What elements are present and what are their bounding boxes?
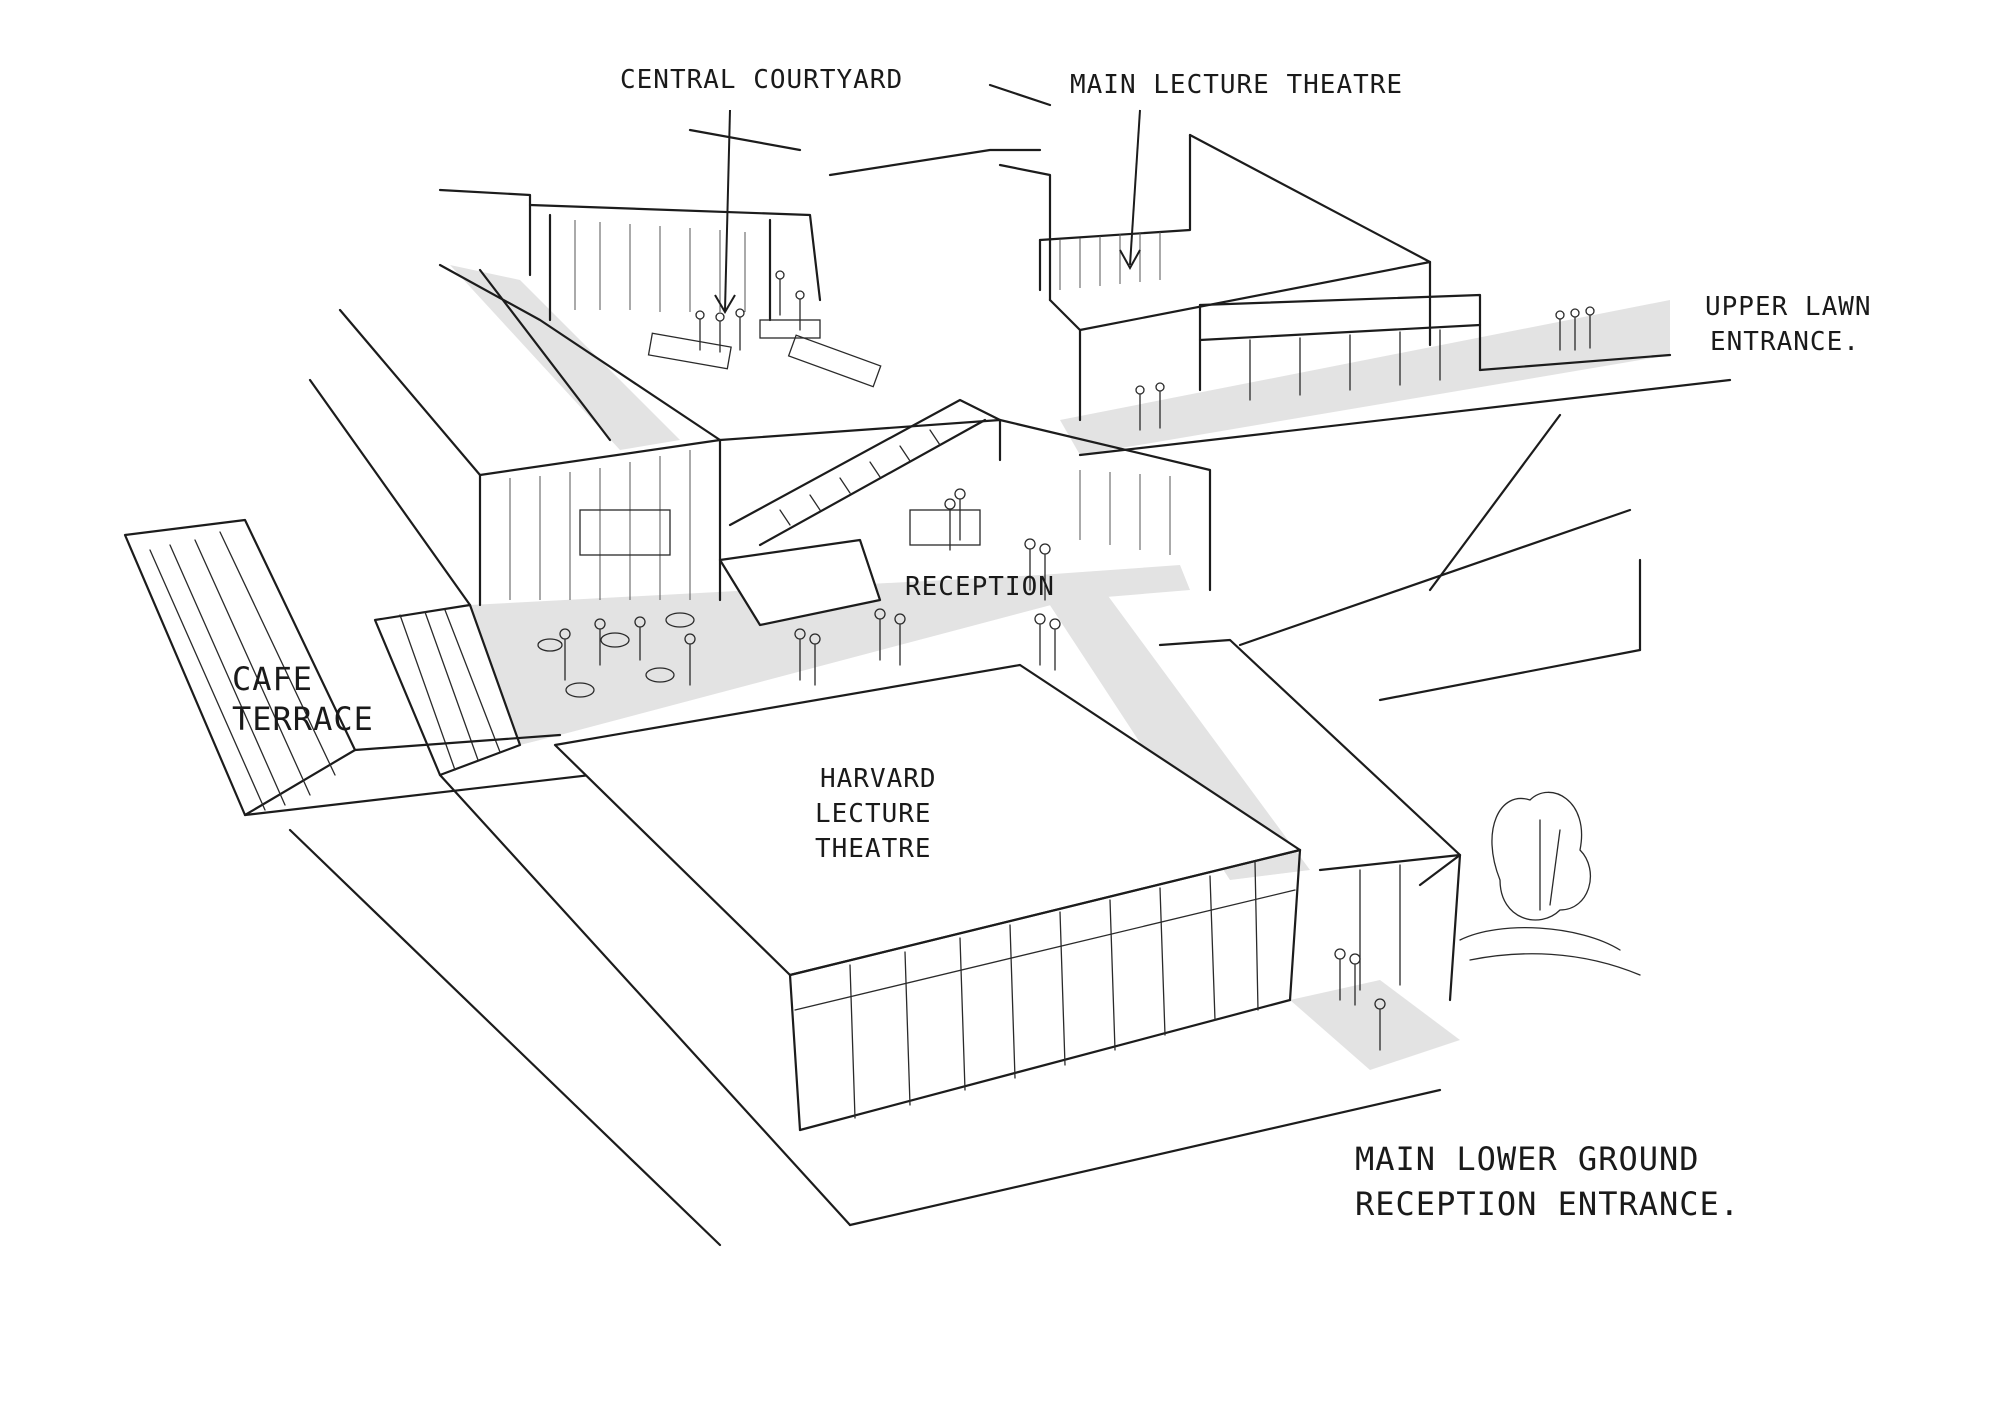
label-reception: RECEPTION [905,572,1055,602]
main-lecture-theatre-block [828,133,1732,457]
label-harvard-3: THEATRE [815,834,932,864]
annotation-labels: CENTRAL COURTYARD MAIN LECTURE THEATRE U… [232,65,1872,1223]
label-central-courtyard: CENTRAL COURTYARD [620,65,903,95]
lower-entrance-path [1290,980,1460,1070]
background-outlines [308,83,1642,702]
label-cafe-1: CAFE [232,660,313,698]
label-main-entrance-2: RECEPTION ENTRANCE. [1355,1185,1740,1223]
label-upper-lawn-1: UPPER LAWN [1705,292,1872,322]
theatre-arrow [1129,109,1141,266]
courtyard-edge-path [450,265,680,450]
courtyard-arrow [724,109,731,311]
reception-block [478,398,1212,627]
label-main-lecture-theatre: MAIN LECTURE THEATRE [1070,70,1403,100]
upper-lawn-path [1060,300,1670,455]
label-cafe-2: TERRACE [232,700,374,738]
leader-arrows [714,109,1141,314]
reception-floor [470,565,1190,745]
label-upper-lawn-2: ENTRANCE. [1710,327,1860,357]
upper-courtyard-block [438,188,882,442]
label-harvard-1: HARVARD [820,764,937,794]
harvard-lecture-theatre-block [288,638,1641,1247]
cafe-terrace [123,518,722,817]
central-ramp [1040,585,1310,880]
label-main-entrance-1: MAIN LOWER GROUND [1355,1140,1700,1178]
circulation-paths [450,265,1670,1070]
label-harvard-2: LECTURE [815,799,932,829]
reception-people [537,488,1061,698]
